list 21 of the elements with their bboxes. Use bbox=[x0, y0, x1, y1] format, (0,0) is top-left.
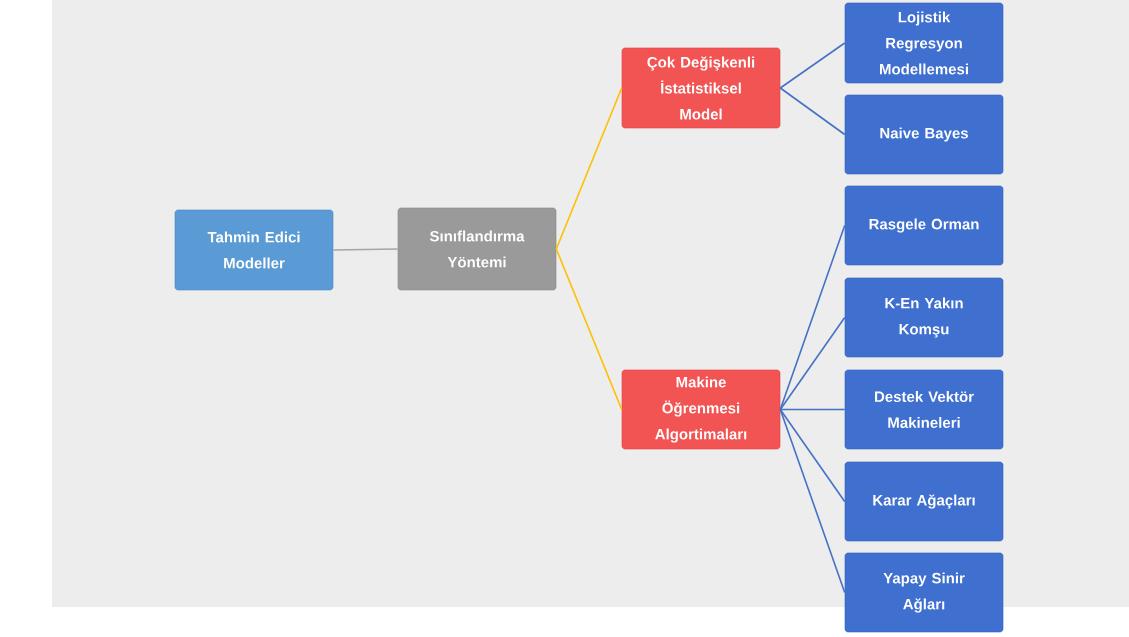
model-box: Rasgele Orman bbox=[844, 185, 1004, 266]
category-box: Çok Değişkenli İstatistiksel Model bbox=[621, 47, 781, 129]
model-box: Naive Bayes bbox=[844, 94, 1004, 175]
method-box: Sınıflandırma Yöntemi bbox=[397, 207, 557, 291]
root-box: Tahmin Edici Modeller bbox=[174, 209, 334, 291]
connector-line bbox=[779, 87, 846, 136]
connector-line bbox=[779, 408, 846, 503]
category-box: Makine Öğrenmesi Algortimaları bbox=[621, 369, 781, 450]
model-box: Karar Ağaçları bbox=[844, 461, 1004, 542]
connector-line bbox=[555, 248, 623, 411]
connector-line bbox=[779, 316, 846, 411]
connector-line bbox=[555, 87, 623, 250]
model-box: Destek Vektör Makineleri bbox=[844, 369, 1004, 450]
model-box: K-En Yakın Komşu bbox=[844, 277, 1004, 358]
model-box: Lojistik Regresyon Modellemesi bbox=[844, 2, 1004, 84]
connector-line bbox=[779, 224, 846, 411]
connector-line bbox=[779, 42, 846, 89]
model-box: Yapay Sinir Ağları bbox=[844, 552, 1004, 633]
connector-line bbox=[779, 408, 846, 411]
connector-line bbox=[779, 408, 846, 594]
connector-line bbox=[332, 248, 399, 251]
